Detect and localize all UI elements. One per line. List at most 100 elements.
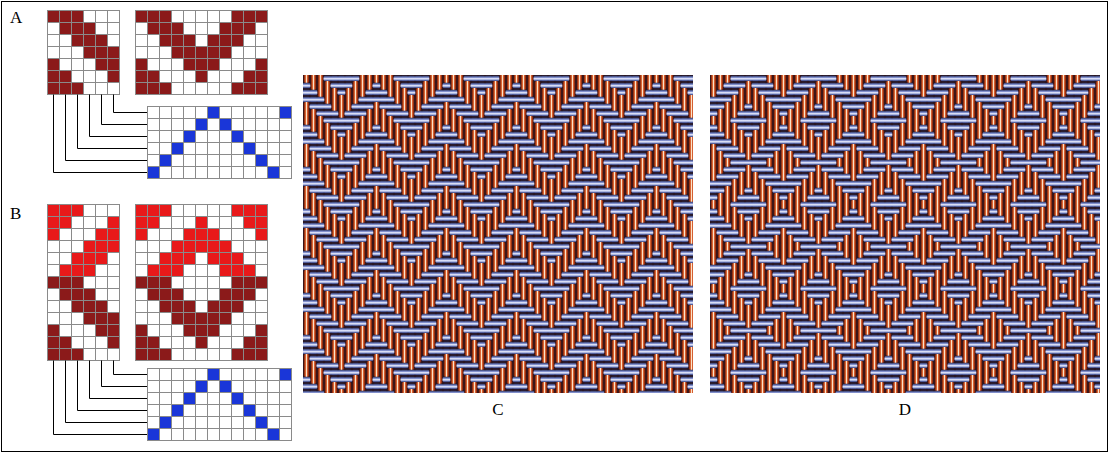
tieup-line: [54, 95, 148, 173]
weft-float: [380, 230, 388, 235]
tieup-line: [78, 361, 148, 411]
draft-cell: [244, 155, 256, 167]
weft-float: [541, 209, 549, 214]
weft-float: [618, 90, 626, 95]
draft-cell: [268, 393, 280, 405]
draft-cell: [148, 205, 160, 217]
warp-float: [472, 186, 478, 195]
warp-float: [367, 165, 373, 174]
draft-cell: [148, 47, 160, 59]
weft-float: [415, 111, 423, 116]
warp-float: [465, 221, 471, 230]
weft-float: [422, 118, 430, 123]
weft-float: [415, 202, 423, 207]
draft-cell: [232, 429, 244, 441]
weft-float: [590, 188, 598, 193]
warp-float: [500, 172, 506, 181]
weft-float: [457, 146, 465, 151]
weft-float: [478, 244, 486, 249]
warp-float: [619, 235, 625, 244]
weft-float: [422, 76, 430, 81]
weft-float: [359, 237, 367, 242]
draft-cell: [172, 35, 184, 47]
draft-cell: [108, 289, 120, 301]
weft-float: [611, 118, 619, 123]
draft-cell: [48, 59, 60, 71]
warp-float: [563, 137, 569, 146]
weft-float: [667, 195, 675, 200]
weft-float: [590, 181, 598, 186]
draft-cell: [72, 23, 84, 35]
weft-float: [401, 209, 409, 214]
warp-float: [535, 179, 541, 188]
weft-float: [471, 160, 479, 165]
draft-cell: [60, 301, 72, 313]
weft-float: [590, 139, 598, 144]
weft-float: [646, 146, 654, 151]
warp-float: [423, 179, 429, 188]
warp-float: [493, 179, 499, 188]
draft-cell: [268, 405, 280, 417]
draft-cell: [84, 205, 96, 217]
weft-float: [317, 97, 325, 102]
weft-float: [639, 153, 647, 158]
weft-float: [562, 160, 570, 165]
warp-float: [388, 88, 394, 97]
weft-float: [499, 223, 507, 228]
warp-float: [325, 221, 331, 230]
draft-cell: [108, 337, 120, 349]
weft-float: [611, 153, 619, 158]
weft-float: [331, 160, 339, 165]
draft-cell: [184, 143, 196, 155]
weft-float: [408, 132, 416, 137]
weft-float: [317, 153, 325, 158]
weft-float: [639, 188, 647, 193]
draft-cell: [256, 405, 268, 417]
weft-float: [436, 90, 444, 95]
draft-cell: [256, 143, 268, 155]
warp-float: [640, 130, 646, 139]
weft-float: [688, 167, 694, 172]
weft-float: [408, 167, 416, 172]
draft-cell: [96, 205, 108, 217]
weft-float: [611, 195, 619, 200]
draft-cell: [136, 229, 148, 241]
weft-float: [513, 90, 521, 95]
draft-cell: [160, 253, 172, 265]
warp-float: [444, 158, 450, 167]
warp-float: [458, 256, 464, 265]
draft-cell: [184, 71, 196, 83]
draft-cell: [84, 59, 96, 71]
weft-float: [331, 209, 339, 214]
weft-float: [590, 90, 598, 95]
weft-float: [555, 111, 563, 116]
weft-float: [401, 251, 409, 256]
warp-float: [360, 256, 366, 265]
draft-cell: [268, 381, 280, 393]
draft-cell: [244, 289, 256, 301]
draft-cell: [244, 393, 256, 405]
weft-float: [506, 104, 514, 109]
warp-float: [353, 179, 359, 188]
draft-cell: [220, 217, 232, 229]
draft-cell: [108, 265, 120, 277]
warp-float: [332, 228, 338, 237]
draft-cell: [48, 253, 60, 265]
draft-cell: [244, 381, 256, 393]
draft-cell: [136, 71, 148, 83]
weft-float: [555, 160, 563, 165]
weft-float: [688, 251, 694, 256]
draft-cell: [72, 241, 84, 253]
weft-float: [443, 83, 451, 88]
draft-cell: [208, 405, 220, 417]
weft-float: [583, 174, 591, 179]
weft-float: [408, 174, 416, 179]
weft-float: [352, 188, 360, 193]
weft-float: [415, 118, 423, 123]
draft-cell: [196, 47, 208, 59]
weft-float: [373, 258, 381, 263]
weft-float: [485, 202, 493, 207]
draft-cell: [148, 369, 160, 381]
weft-float: [548, 209, 556, 214]
draft-cell: [184, 369, 196, 381]
